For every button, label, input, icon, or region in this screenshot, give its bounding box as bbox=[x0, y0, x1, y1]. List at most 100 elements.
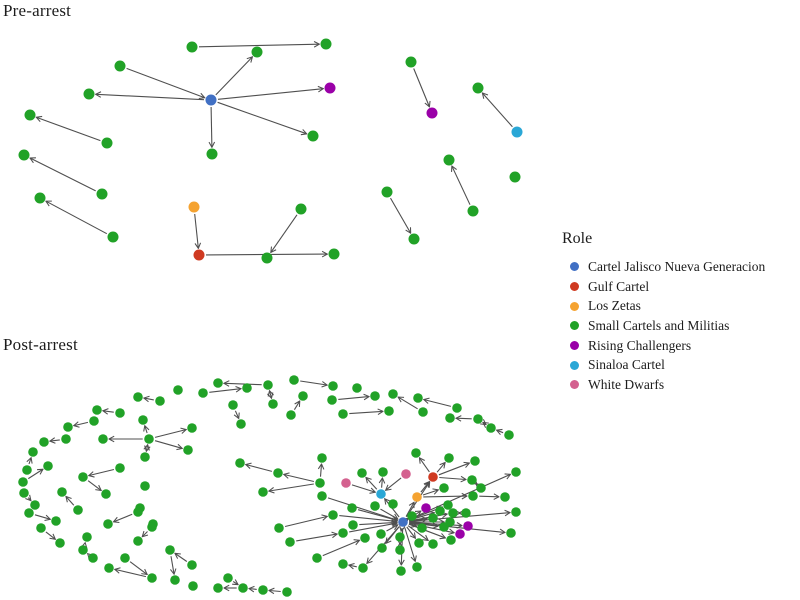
graph-node bbox=[315, 478, 325, 488]
graph-edge bbox=[349, 565, 357, 567]
graph-node bbox=[63, 422, 73, 432]
graph-edge bbox=[143, 532, 148, 537]
legend-color-dot bbox=[570, 341, 579, 351]
graph-node bbox=[170, 575, 180, 585]
graph-node bbox=[312, 553, 322, 563]
graph-edge bbox=[154, 440, 182, 449]
graph-edge bbox=[405, 503, 414, 517]
graph-edge bbox=[87, 480, 101, 491]
graph-node bbox=[467, 205, 479, 217]
graph-node bbox=[347, 503, 357, 513]
graph-edge bbox=[284, 517, 327, 528]
graph-edge bbox=[407, 519, 408, 520]
graph-node bbox=[298, 391, 308, 401]
graph-node bbox=[104, 563, 114, 573]
graph-node bbox=[327, 395, 337, 405]
graph-edge bbox=[349, 411, 382, 413]
graph-node bbox=[183, 445, 193, 455]
graph-node bbox=[428, 513, 438, 523]
graph-edge bbox=[270, 391, 272, 398]
graph-node bbox=[412, 562, 422, 572]
graph-node bbox=[205, 94, 217, 106]
graph-edge bbox=[29, 458, 31, 465]
graph-node bbox=[317, 491, 327, 501]
graph-edge bbox=[300, 380, 327, 385]
graph-node bbox=[78, 472, 88, 482]
graph-node bbox=[418, 407, 428, 417]
graph-node bbox=[443, 154, 455, 166]
graph-node bbox=[133, 507, 143, 517]
graph-node bbox=[445, 517, 455, 527]
graph-edge bbox=[28, 498, 30, 501]
graph-edge bbox=[115, 569, 147, 578]
graph-edge bbox=[34, 514, 50, 519]
graph-node bbox=[92, 405, 102, 415]
graph-node bbox=[448, 508, 458, 518]
graph-node bbox=[198, 388, 208, 398]
graph-edge bbox=[408, 524, 416, 526]
graph-node bbox=[115, 463, 125, 473]
graph-edge bbox=[215, 57, 252, 96]
graph-edge bbox=[351, 484, 375, 492]
graph-edge bbox=[390, 197, 411, 233]
graph-edge bbox=[284, 475, 315, 483]
graph-edge bbox=[103, 411, 114, 412]
legend-title: Role bbox=[562, 230, 593, 247]
graph-node bbox=[140, 481, 150, 491]
graph-edge bbox=[211, 106, 212, 147]
graph-node bbox=[417, 523, 427, 533]
graph-node bbox=[213, 583, 223, 593]
graph-node bbox=[188, 581, 198, 591]
graph-node bbox=[398, 517, 408, 527]
graph-node bbox=[228, 400, 238, 410]
graph-node bbox=[317, 453, 327, 463]
graph-node bbox=[282, 587, 292, 597]
graph-node bbox=[61, 434, 71, 444]
graph-node bbox=[358, 563, 368, 573]
graph-edge bbox=[398, 397, 418, 410]
graph-edge bbox=[483, 423, 486, 425]
graph-node bbox=[115, 408, 125, 418]
legend-color-dot bbox=[570, 282, 579, 292]
graph-node bbox=[468, 491, 478, 501]
graph-node bbox=[338, 528, 348, 538]
legend-item-cartel-jalisco-nueva-generacion: Cartel Jalisco Nueva Generacion bbox=[562, 257, 765, 277]
graph-edge bbox=[50, 440, 60, 441]
graph-edge bbox=[171, 556, 174, 574]
graph-node bbox=[377, 543, 387, 553]
graph-node bbox=[242, 383, 252, 393]
graph-edge bbox=[422, 490, 438, 496]
graph-edge bbox=[224, 383, 262, 384]
graph-node bbox=[83, 88, 95, 100]
graph-node bbox=[187, 423, 197, 433]
graph-edge bbox=[66, 497, 75, 506]
graph-node bbox=[467, 475, 477, 485]
graph-edge bbox=[217, 101, 307, 133]
graph-node bbox=[236, 419, 246, 429]
graph-node bbox=[78, 545, 88, 555]
graph-edge bbox=[386, 477, 402, 490]
graph-node bbox=[103, 519, 113, 529]
graph-node bbox=[22, 465, 32, 475]
graph-edge bbox=[30, 158, 96, 192]
graph-node bbox=[388, 389, 398, 399]
graph-edge bbox=[366, 478, 378, 490]
graph-node bbox=[506, 528, 516, 538]
graph-edge bbox=[401, 528, 402, 531]
graph-edge bbox=[146, 445, 147, 451]
graph-node bbox=[388, 499, 398, 509]
legend-item-rising-challengers: Rising Challengers bbox=[562, 336, 765, 356]
graph-node bbox=[173, 385, 183, 395]
graph-node bbox=[43, 461, 53, 471]
graph-node bbox=[500, 492, 510, 502]
legend-item-label: Sinaloa Cartel bbox=[588, 357, 665, 373]
legend-color-dot bbox=[570, 262, 579, 272]
graph-node bbox=[24, 508, 34, 518]
graph-node bbox=[463, 521, 473, 531]
graph-node bbox=[412, 492, 422, 502]
graph-node bbox=[455, 529, 465, 539]
graph-node bbox=[405, 56, 417, 68]
graph-edge bbox=[338, 397, 368, 400]
